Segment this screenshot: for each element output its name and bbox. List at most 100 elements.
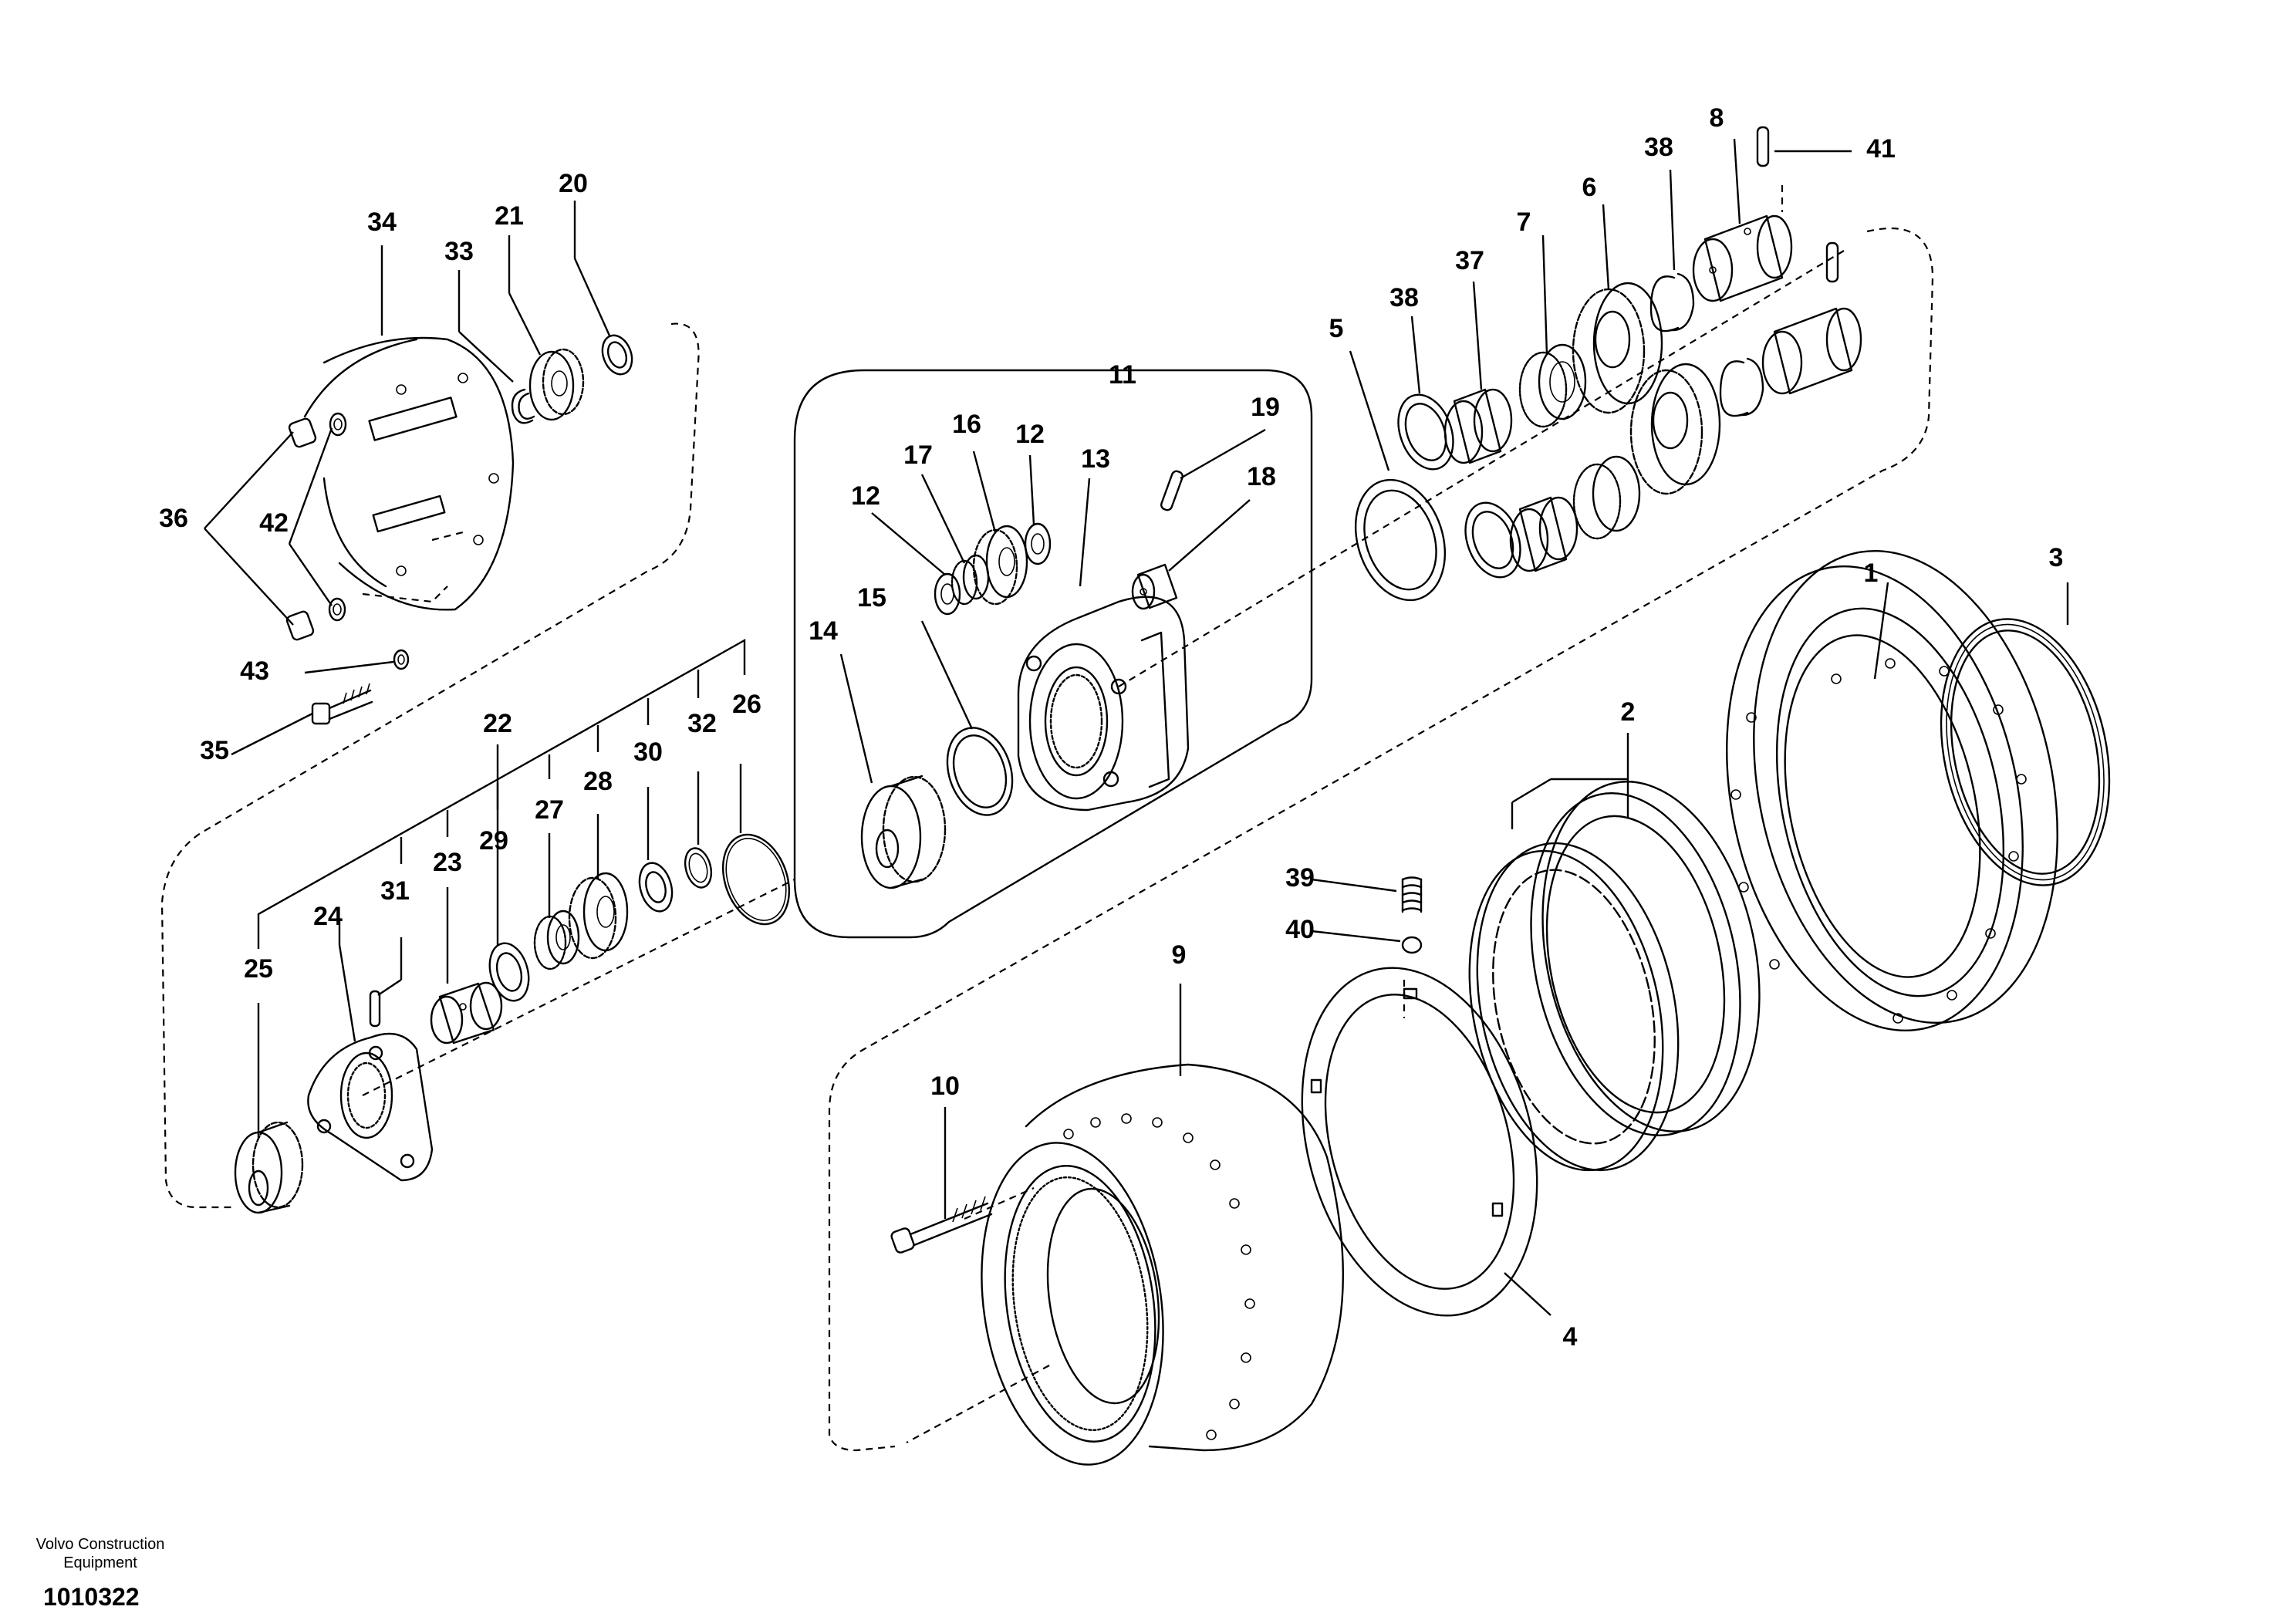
- rear-cover-part-34: [303, 336, 515, 611]
- planet-gear-part-6-lower: [1629, 363, 1721, 495]
- callout-41: 41: [1866, 134, 1896, 164]
- callout-38-left: 38: [1389, 283, 1419, 312]
- callout-39: 39: [1285, 863, 1315, 893]
- bearing-part-2-front: [1468, 842, 1680, 1172]
- seal-ring-part-3: [1940, 618, 2111, 886]
- shaft-part-8: [1692, 214, 1793, 302]
- washer-part-12-left: [934, 572, 961, 616]
- planet-gear-part-6: [1572, 282, 1663, 414]
- callout-22: 22: [483, 709, 512, 738]
- callout-38-right: 38: [1644, 133, 1673, 162]
- plug-part-36-lower: [285, 597, 346, 641]
- callout-9: 9: [1172, 940, 1187, 970]
- drawing-number: 1010322: [43, 1583, 140, 1611]
- plug-part-36-upper: [288, 412, 347, 448]
- planet-group-outline-part-11: [793, 369, 1313, 939]
- needle-bearing-part-7-lower: [1572, 455, 1641, 540]
- washer-part-38-left: [1397, 393, 1454, 471]
- carrier-part-24: [307, 1032, 434, 1182]
- callout-17: 17: [903, 440, 933, 470]
- callout-26: 26: [732, 690, 761, 719]
- callout-43: 43: [240, 656, 269, 686]
- callout-11: 11: [1109, 360, 1136, 390]
- callout-25: 25: [244, 954, 273, 984]
- callout-7: 7: [1517, 208, 1531, 237]
- ring-part-15: [946, 727, 1014, 816]
- callout-2: 2: [1621, 697, 1636, 727]
- spacer-part-37-lower: [1509, 496, 1578, 572]
- callout-19: 19: [1251, 393, 1280, 422]
- snap-ring-part-38-second: [1719, 357, 1764, 417]
- thrust-ring-part-5: [1354, 478, 1447, 602]
- callout-32: 32: [687, 709, 717, 738]
- callout-10: 10: [930, 1072, 960, 1101]
- spring-part-39: [1401, 876, 1423, 913]
- callout-24: 24: [313, 902, 343, 931]
- callout-4: 4: [1563, 1322, 1578, 1352]
- callout-12-right: 12: [1015, 420, 1045, 449]
- shaft-part-18: [1131, 563, 1178, 610]
- callout-23: 23: [433, 848, 462, 877]
- hub-bolt-holes: [1730, 658, 2027, 1024]
- callout-40: 40: [1285, 915, 1315, 944]
- bolt-part-35: [311, 649, 410, 725]
- callout-13: 13: [1081, 444, 1110, 474]
- sun-gear-part-25: [234, 1121, 304, 1214]
- callout-16: 16: [952, 410, 981, 439]
- callout-28: 28: [583, 767, 613, 796]
- callout-29: 29: [479, 826, 508, 856]
- washer-part-29: [488, 942, 530, 1002]
- callout-21: 21: [495, 201, 524, 231]
- shaft-part-23: [430, 981, 503, 1045]
- gear-part-21: [528, 348, 585, 421]
- callout-31: 31: [380, 876, 410, 906]
- callout-1: 1: [1864, 559, 1879, 588]
- ring-nut-part-4: [1301, 967, 1538, 1317]
- planet-gear-part-16: [972, 525, 1028, 606]
- callout-42: 42: [259, 508, 289, 538]
- callout-5: 5: [1329, 314, 1344, 343]
- ball-part-40: [1401, 936, 1423, 954]
- snap-ring-part-33: [511, 388, 535, 424]
- company-name: Volvo Construction Equipment: [35, 1536, 165, 1571]
- sun-gear-part-14: [860, 775, 947, 889]
- needle-bearing-part-7: [1518, 343, 1587, 428]
- pin-part-41: [1756, 126, 1770, 167]
- callout-labels: 1 2 3 4 5 6 7 8 9 10 11 12 12 13 14 15 1…: [159, 103, 2063, 1352]
- callout-12-left: 12: [851, 481, 880, 511]
- callout-37: 37: [1455, 246, 1484, 275]
- callout-6: 6: [1582, 173, 1597, 202]
- callout-30: 30: [633, 737, 663, 767]
- seal-part-20: [601, 334, 633, 376]
- planet-gear-part-28: [568, 872, 629, 960]
- pin-part-19: [1160, 470, 1183, 511]
- carrier-part-13: [1017, 596, 1190, 812]
- bearing-part-2-rear: [1530, 781, 1761, 1136]
- washer-part-38-lower: [1464, 501, 1521, 579]
- ring-part-26: [721, 833, 791, 926]
- needle-bearing-part-27: [533, 910, 580, 970]
- shaft-part-8-lower: [1761, 307, 1862, 395]
- callout-8: 8: [1710, 103, 1724, 133]
- bolt-part-10: [890, 1196, 993, 1254]
- callout-3: 3: [2049, 543, 2064, 572]
- callout-35: 35: [200, 736, 229, 765]
- callout-14: 14: [809, 616, 838, 646]
- callout-36: 36: [159, 504, 188, 533]
- hub-part-1: [1726, 550, 2058, 1032]
- housing-bolt-holes: [1063, 1113, 1255, 1440]
- leader-lines: [204, 138, 2069, 1316]
- snap-ring-part-38-upper: [1649, 272, 1695, 332]
- ring-gear-housing-part-9: [981, 1063, 1345, 1466]
- callout-34: 34: [367, 208, 397, 237]
- snap-ring-part-32: [684, 847, 713, 889]
- pin-part-41-lower: [1825, 241, 1839, 283]
- callout-27: 27: [535, 795, 564, 825]
- callout-15: 15: [857, 583, 886, 613]
- pin-part-31: [369, 990, 381, 1028]
- callout-33: 33: [444, 237, 474, 266]
- washer-part-12-right: [1024, 522, 1052, 565]
- spacer-part-37: [1443, 388, 1513, 464]
- washer-part-30: [638, 862, 674, 913]
